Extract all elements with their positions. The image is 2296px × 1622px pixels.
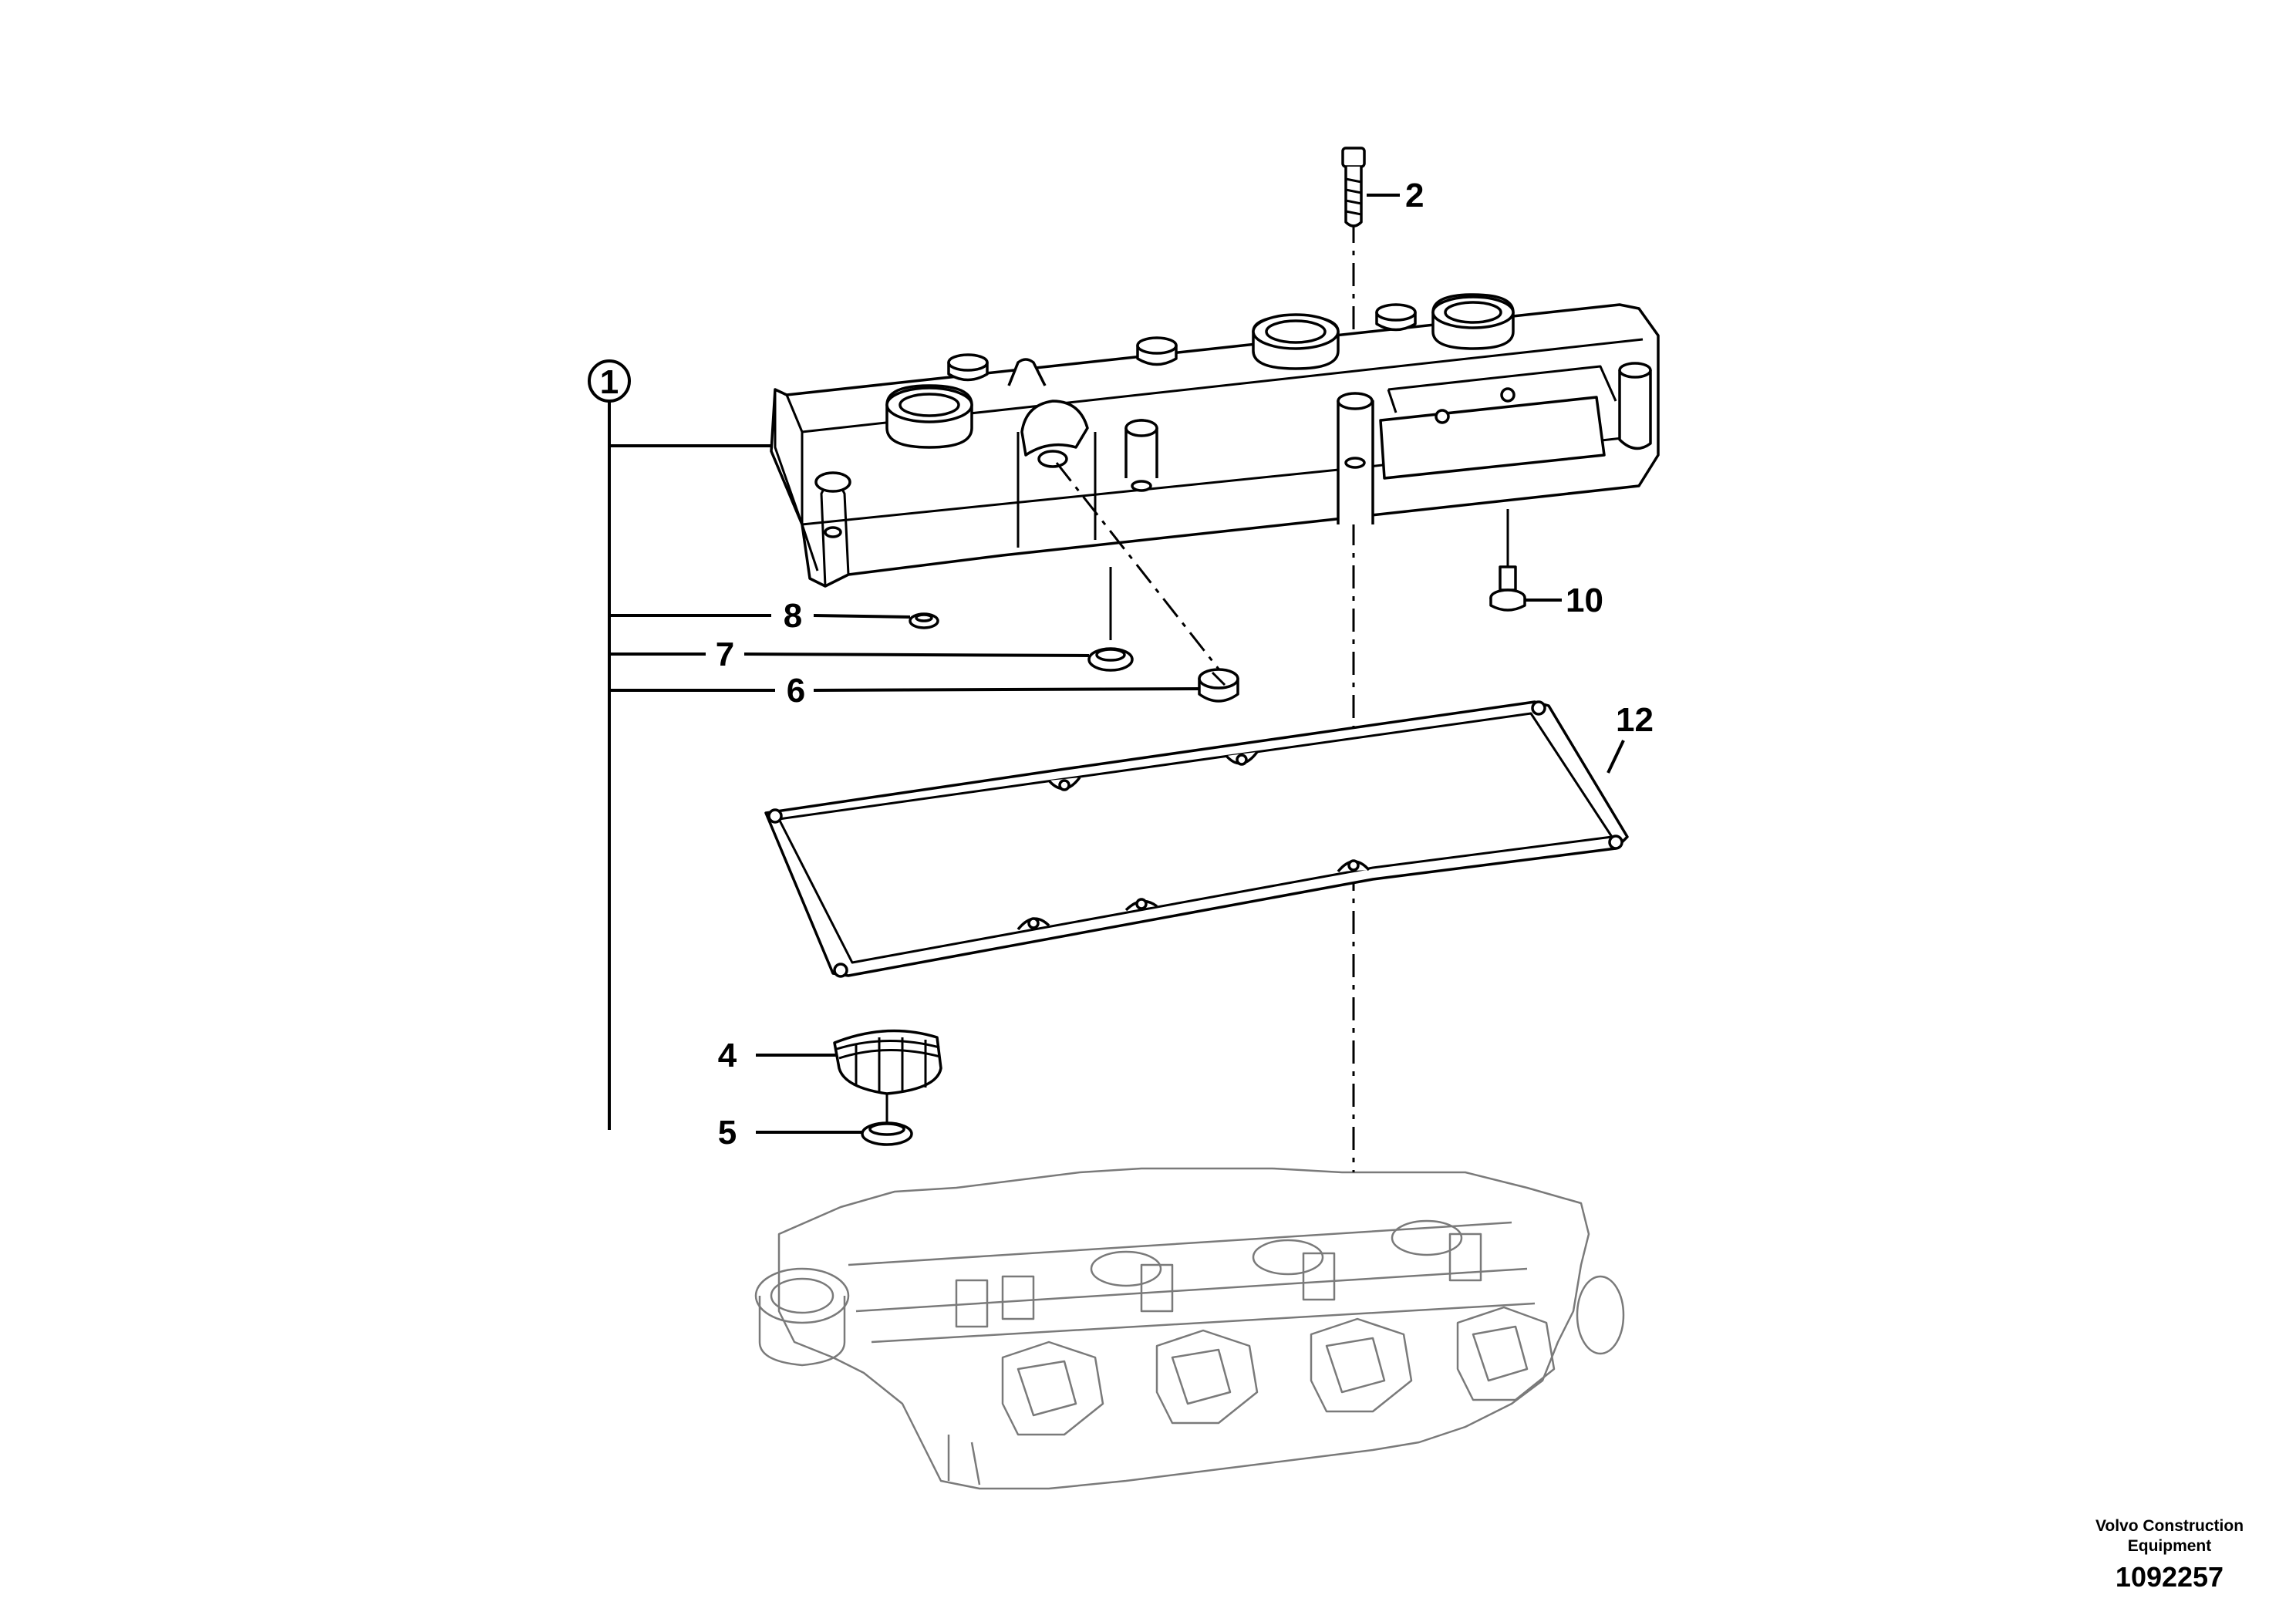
cylinder-head-reference [754,1167,1625,1490]
footer-company-line2: Equipment [2128,1537,2212,1555]
valve-cover-part-1 [770,293,1660,588]
callout-5: 5 [718,1114,737,1152]
callout-2: 2 [1405,177,1424,214]
footer-block: Volvo Construction Equipment 1092257 [2095,1517,2244,1593]
stud-bolt-part-6 [1055,462,1239,703]
o-ring-part-5 [861,1121,913,1146]
gasket-part-12 [764,700,1629,978]
leader-lines [608,194,1625,1134]
callout-1-circle [588,359,631,403]
callout-7: 7 [716,636,734,673]
footer-drawing-number: 1092257 [2116,1561,2224,1593]
washer-part-8 [909,612,939,629]
callout-6: 6 [787,672,805,710]
callout-4: 4 [718,1037,737,1074]
seal-ring-part-7 [1087,567,1134,672]
footer-company-line1: Volvo Construction [2095,1517,2244,1535]
callout-8: 8 [784,597,802,635]
callout-1: 1 [600,363,619,401]
callout-10: 10 [1566,582,1603,619]
cap-screw-part-2 [1341,147,1366,228]
callout-12: 12 [1616,701,1654,739]
oil-filler-cap-part-4 [833,1029,942,1126]
screw-part-10 [1489,509,1526,612]
